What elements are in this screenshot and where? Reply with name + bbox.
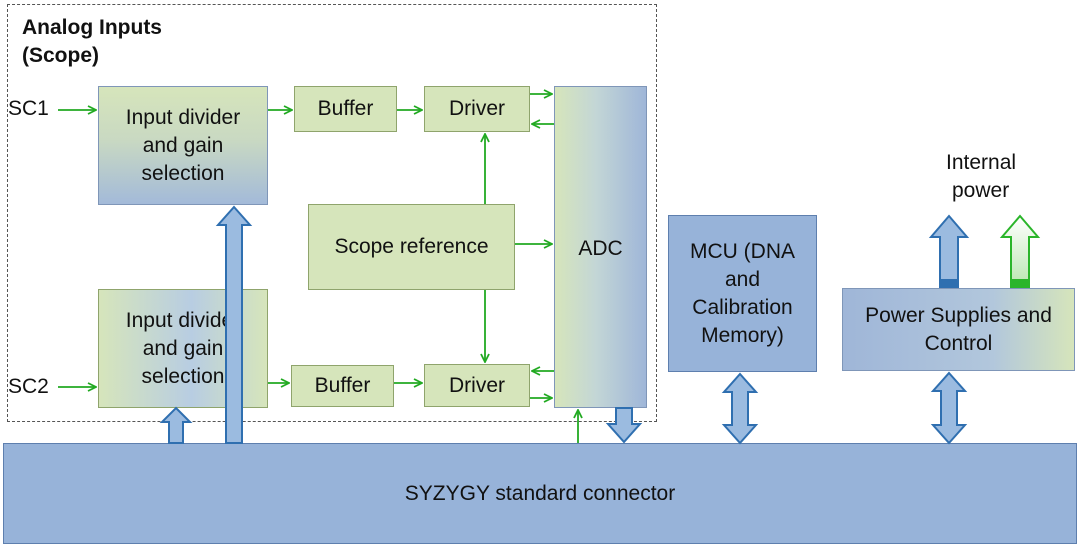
input-divider-1-label: Input divider and gain selection <box>125 105 241 185</box>
buffer-1: Buffer <box>294 86 397 132</box>
driver-1-label: Driver <box>449 97 505 120</box>
sc1-label: SC1 <box>8 97 49 120</box>
adc: ADC <box>554 86 647 408</box>
scope-reference-label: Scope reference <box>334 235 489 258</box>
group-title-line1: Analog Inputs <box>22 16 162 39</box>
internal-power-green-base <box>1011 279 1029 287</box>
internal-power-line1: Internal <box>946 151 1017 174</box>
mcu: MCU (DNA and Calibration Memory) <box>668 215 817 372</box>
input-divider-1: Input divider and gain selection <box>98 86 268 205</box>
bus-arrow-power <box>930 371 968 445</box>
driver-2: Driver <box>424 364 530 407</box>
input-divider-2-label: Input divider and gain selection <box>125 308 241 388</box>
internal-power-line2: power <box>952 179 1010 202</box>
buffer-2: Buffer <box>291 365 394 407</box>
internal-power-arrow-green <box>999 214 1041 288</box>
internal-power-arrow-blue <box>928 214 970 288</box>
scope-reference: Scope reference <box>308 204 515 290</box>
driver-2-label: Driver <box>449 373 505 397</box>
bus-arrow-mcu <box>721 372 759 445</box>
buffer-2-label: Buffer <box>314 374 371 397</box>
sc2-label: SC2 <box>8 375 49 398</box>
internal-power-blue-base <box>940 279 958 287</box>
adc-label: ADC <box>578 237 623 260</box>
mcu-label: MCU (DNA and Calibration Memory) <box>690 239 795 347</box>
buffer-1-label: Buffer <box>317 97 374 120</box>
group-title-line2: (Scope) <box>22 44 100 67</box>
power-supplies: Power Supplies and Control <box>842 288 1075 371</box>
syzygy-connector: SYZYGY standard connector <box>3 443 1077 544</box>
input-divider-2: Input divider and gain selection <box>98 289 268 408</box>
driver-1: Driver <box>424 86 530 132</box>
power-supplies-label: Power Supplies and Control <box>865 303 1052 355</box>
analog-inputs-group <box>7 4 657 422</box>
syzygy-connector-label: SYZYGY standard connector <box>404 481 676 505</box>
